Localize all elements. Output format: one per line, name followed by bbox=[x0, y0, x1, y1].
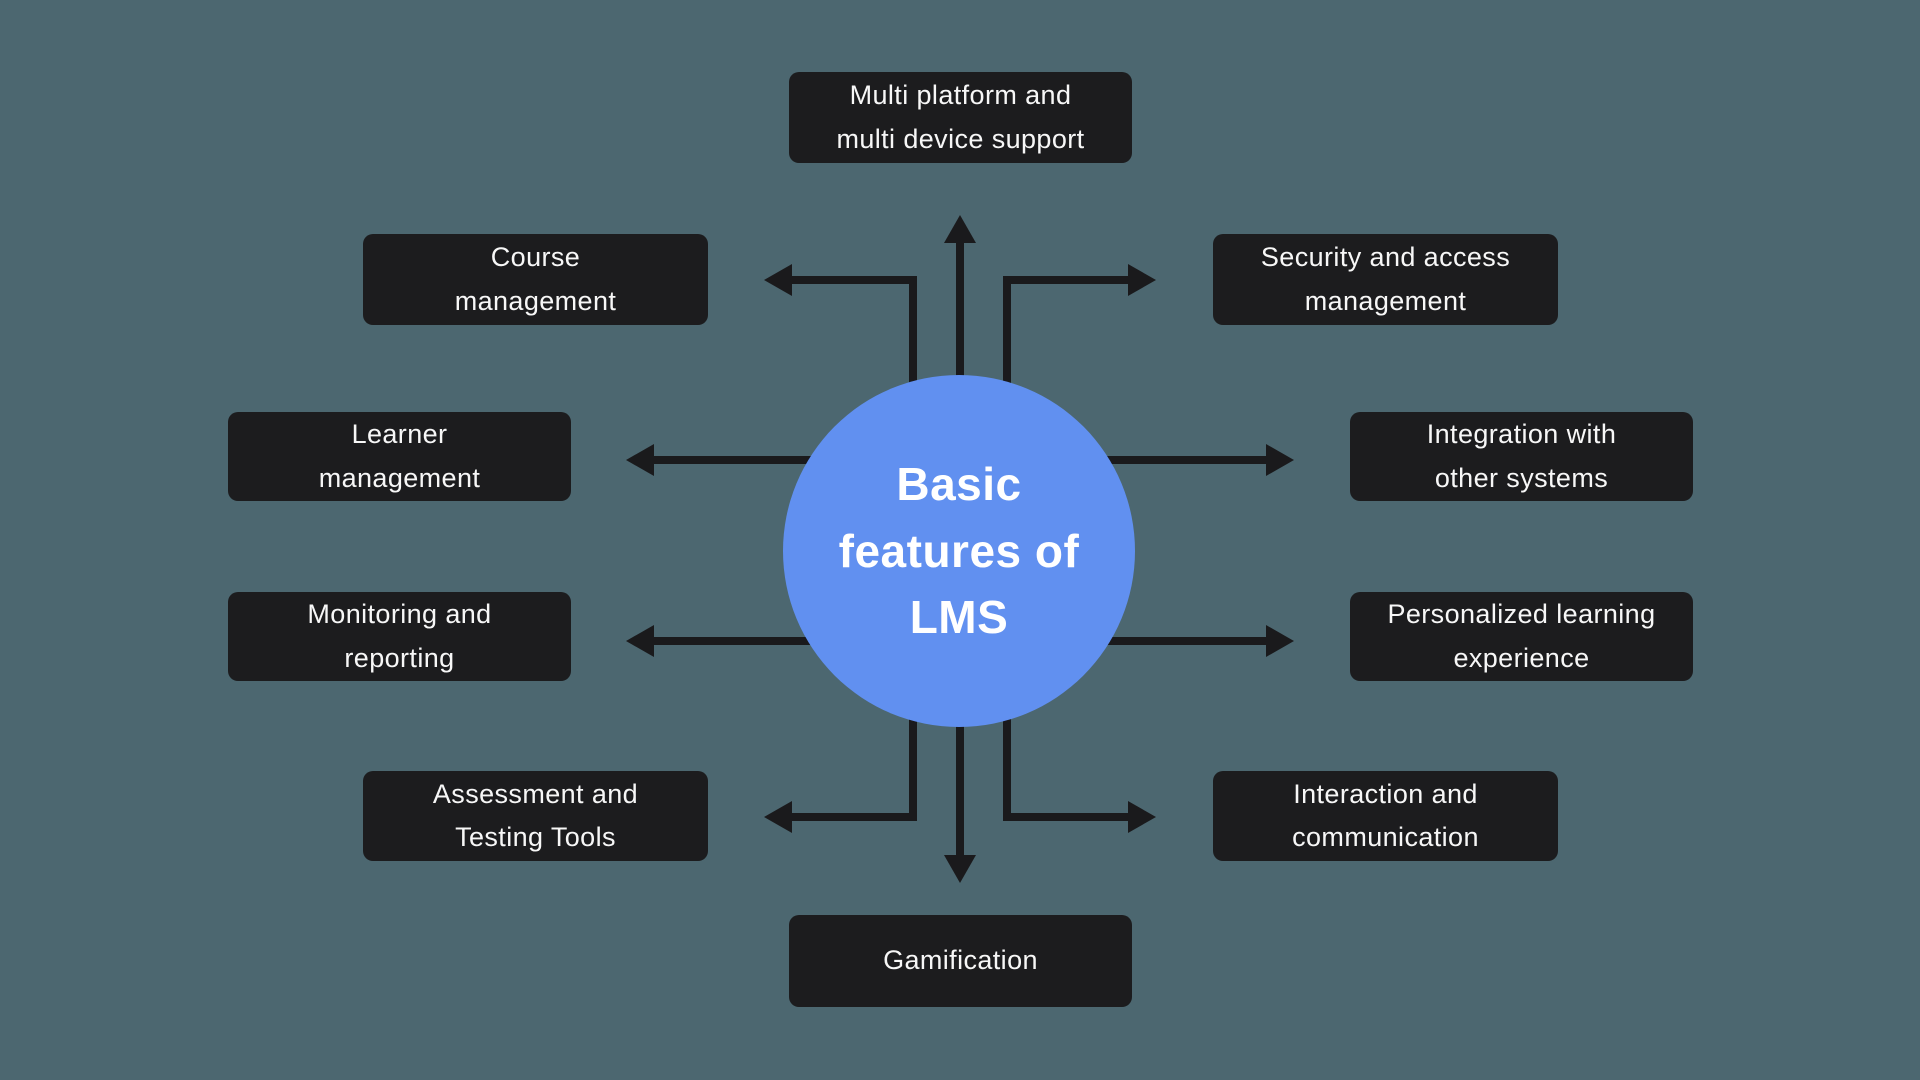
node-personalized-learning: Personalized learning experience bbox=[1350, 592, 1693, 681]
node-label-line: Integration with bbox=[1426, 419, 1617, 450]
node-multi-platform: Multi platform and multi device support bbox=[789, 72, 1132, 163]
node-label-line: multi device support bbox=[836, 123, 1085, 154]
node-label-line: communication bbox=[1292, 822, 1479, 852]
node-label-line: Personalized learning bbox=[1387, 599, 1656, 630]
node-label-line: management bbox=[318, 462, 481, 493]
node-label-line: Learner bbox=[351, 419, 448, 450]
arrow-elbow-lower-right bbox=[1003, 680, 1156, 833]
node-label-line: Multi platform and bbox=[849, 80, 1072, 111]
node-label-line: Interaction and bbox=[1293, 778, 1478, 809]
node-security-access: Security and access management bbox=[1213, 234, 1558, 325]
node-integration-systems: Integration with other systems bbox=[1350, 412, 1693, 501]
node-label-line: management bbox=[454, 285, 617, 316]
node-label-line: management bbox=[1304, 285, 1467, 316]
node-label-line: Testing Tools bbox=[455, 822, 616, 852]
node-interaction-communication: Interaction and communication bbox=[1213, 771, 1558, 861]
node-label-line: other systems bbox=[1434, 462, 1609, 493]
node-label-line: Course bbox=[490, 242, 581, 273]
node-gamification: Gamification bbox=[789, 915, 1132, 1007]
node-label-line: Monitoring and bbox=[307, 599, 492, 630]
hub-label-line: Basic bbox=[896, 457, 1022, 510]
arrow-elbow-lower-left bbox=[764, 680, 917, 833]
node-course-management: Course management bbox=[363, 234, 708, 325]
node-assessment-testing: Assessment and Testing Tools bbox=[363, 771, 708, 861]
node-label-line: reporting bbox=[344, 642, 455, 673]
hub-label-line: LMS bbox=[909, 591, 1009, 644]
hub-label-line: features of bbox=[838, 524, 1080, 577]
node-label-line: Security and access bbox=[1260, 242, 1511, 273]
node-learner-management: Learner management bbox=[228, 412, 571, 501]
center-hub: Basic features of LMS bbox=[783, 375, 1135, 727]
node-label-line: Assessment and bbox=[432, 778, 639, 809]
node-monitoring-reporting: Monitoring and reporting bbox=[228, 592, 571, 681]
node-label-line: Gamification bbox=[883, 945, 1038, 976]
arrow-elbow-upper-right bbox=[1003, 264, 1156, 430]
node-label-line: experience bbox=[1453, 642, 1590, 673]
